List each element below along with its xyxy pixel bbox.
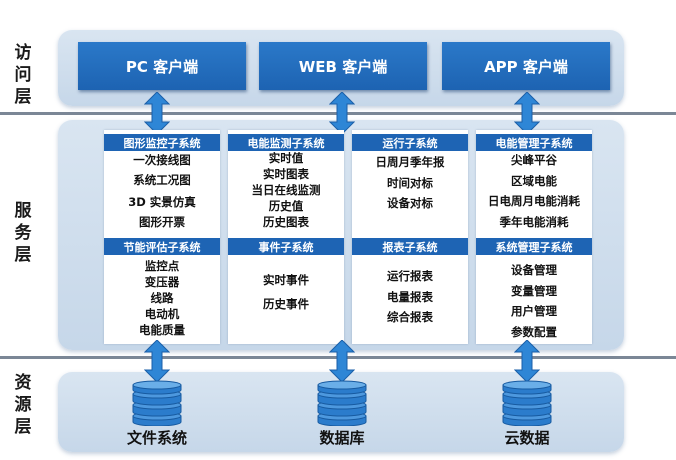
subsystem-column-1: 图形监控子系统 一次接线图 系统工况图 3D 实景仿真 图形开票 节能评估子系统…	[104, 130, 220, 344]
list-item: 当日在线监测	[251, 183, 321, 197]
subsystem-title: 报表子系统	[352, 238, 468, 255]
list-item: 季年电能消耗	[499, 214, 569, 229]
list-item: 参数配置	[511, 324, 557, 339]
layer-label-service: 服 务 层	[0, 200, 46, 266]
resource-label-file-system: 文件系统	[126, 429, 187, 447]
subsystem-title: 系统管理子系统	[476, 238, 592, 255]
subsystem-items: 实时事件 历史事件	[228, 268, 344, 316]
list-item: 变量管理	[511, 283, 557, 298]
subsystem-column-4: 电能管理子系统 尖峰平谷 区域电能 日电周月电能消耗 季年电能消耗 系统管理子系…	[476, 130, 592, 344]
list-item: 日周月季年报	[375, 155, 445, 169]
subsystem-items: 一次接线图 系统工况图 3D 实景仿真 图形开票	[104, 152, 220, 232]
list-item: 历史事件	[263, 297, 309, 311]
layer-char: 服	[14, 201, 32, 221]
double-arrow-icon	[144, 340, 170, 382]
database-icon	[502, 380, 552, 426]
layer-char: 源	[14, 395, 32, 415]
list-item: 实时事件	[263, 273, 309, 287]
pc-client-box: PC 客户端	[78, 42, 246, 90]
list-item: 监控点	[144, 259, 180, 273]
app-client-box: APP 客户端	[442, 42, 610, 90]
layer-char: 层	[14, 87, 32, 107]
layer-char: 访	[14, 43, 32, 63]
subsystem-title: 电能监测子系统	[228, 134, 344, 151]
layer-char: 层	[14, 245, 32, 265]
layer-char: 层	[14, 417, 32, 437]
subsystem-column-2: 电能监测子系统 实时值 实时图表 当日在线监测 历史值 历史图表 事件子系统 实…	[228, 130, 344, 344]
list-item: 设备对标	[387, 196, 433, 210]
list-item: 用户管理	[511, 304, 557, 318]
layer-char: 务	[14, 223, 32, 243]
layer-label-access: 访 问 层	[0, 42, 46, 108]
list-item: 历史值	[268, 199, 304, 213]
double-arrow-icon	[329, 92, 355, 134]
subsystem-items: 监控点 变压器 线路 电动机 电能质量	[104, 258, 220, 338]
list-item: 线路	[150, 291, 174, 305]
resource-label-database: 数据库	[319, 429, 365, 447]
database-icon	[317, 380, 367, 426]
double-arrow-icon	[144, 92, 170, 134]
list-item: 时间对标	[387, 175, 433, 190]
subsystem-items: 实时值 实时图表 当日在线监测 历史值 历史图表	[228, 150, 344, 230]
list-item: 电动机	[144, 307, 180, 321]
resource-label-cloud-data: 云数据	[504, 429, 550, 447]
list-item: 变压器	[144, 275, 180, 289]
subsystem-items: 运行报表 电量报表 综合报表	[352, 266, 468, 328]
subsystem-column-3: 运行子系统 日周月季年报 时间对标 设备对标 报表子系统 运行报表 电量报表 综…	[352, 130, 468, 344]
subsystem-title: 事件子系统	[228, 238, 344, 255]
list-item: 系统工况图	[133, 173, 191, 187]
layer-char: 资	[14, 373, 32, 393]
list-item: 区域电能	[511, 173, 557, 188]
subsystem-title: 节能评估子系统	[104, 238, 220, 255]
subsystem-items: 尖峰平谷 区域电能 日电周月电能消耗 季年电能消耗	[476, 150, 592, 232]
list-item: 日电周月电能消耗	[488, 194, 580, 208]
list-item: 实时值	[268, 151, 304, 165]
subsystem-items: 设备管理 变量管理 用户管理 参数配置	[476, 260, 592, 342]
list-item: 综合报表	[387, 310, 433, 324]
subsystem-title: 图形监控子系统	[104, 134, 220, 151]
list-item: 尖峰平谷	[511, 153, 557, 167]
double-arrow-icon	[329, 340, 355, 382]
double-arrow-icon	[514, 340, 540, 382]
list-item: 运行报表	[387, 269, 433, 283]
web-client-box: WEB 客户端	[259, 42, 427, 90]
subsystem-title: 运行子系统	[352, 134, 468, 151]
subsystem-items: 日周月季年报 时间对标 设备对标	[352, 152, 468, 214]
list-item: 设备管理	[511, 263, 557, 277]
layer-char: 问	[14, 65, 32, 85]
layer-label-resource: 资 源 层	[0, 372, 46, 438]
list-item: 电能质量	[139, 323, 185, 337]
list-item: 一次接线图	[133, 153, 191, 167]
database-icon	[132, 380, 182, 426]
list-item: 实时图表	[263, 167, 309, 181]
list-item: 历史图表	[263, 215, 309, 229]
list-item: 电量报表	[387, 289, 433, 304]
subsystem-title: 电能管理子系统	[476, 134, 592, 151]
double-arrow-icon	[514, 92, 540, 134]
list-item: 图形开票	[139, 215, 185, 229]
list-item: 3D 实景仿真	[128, 195, 196, 209]
